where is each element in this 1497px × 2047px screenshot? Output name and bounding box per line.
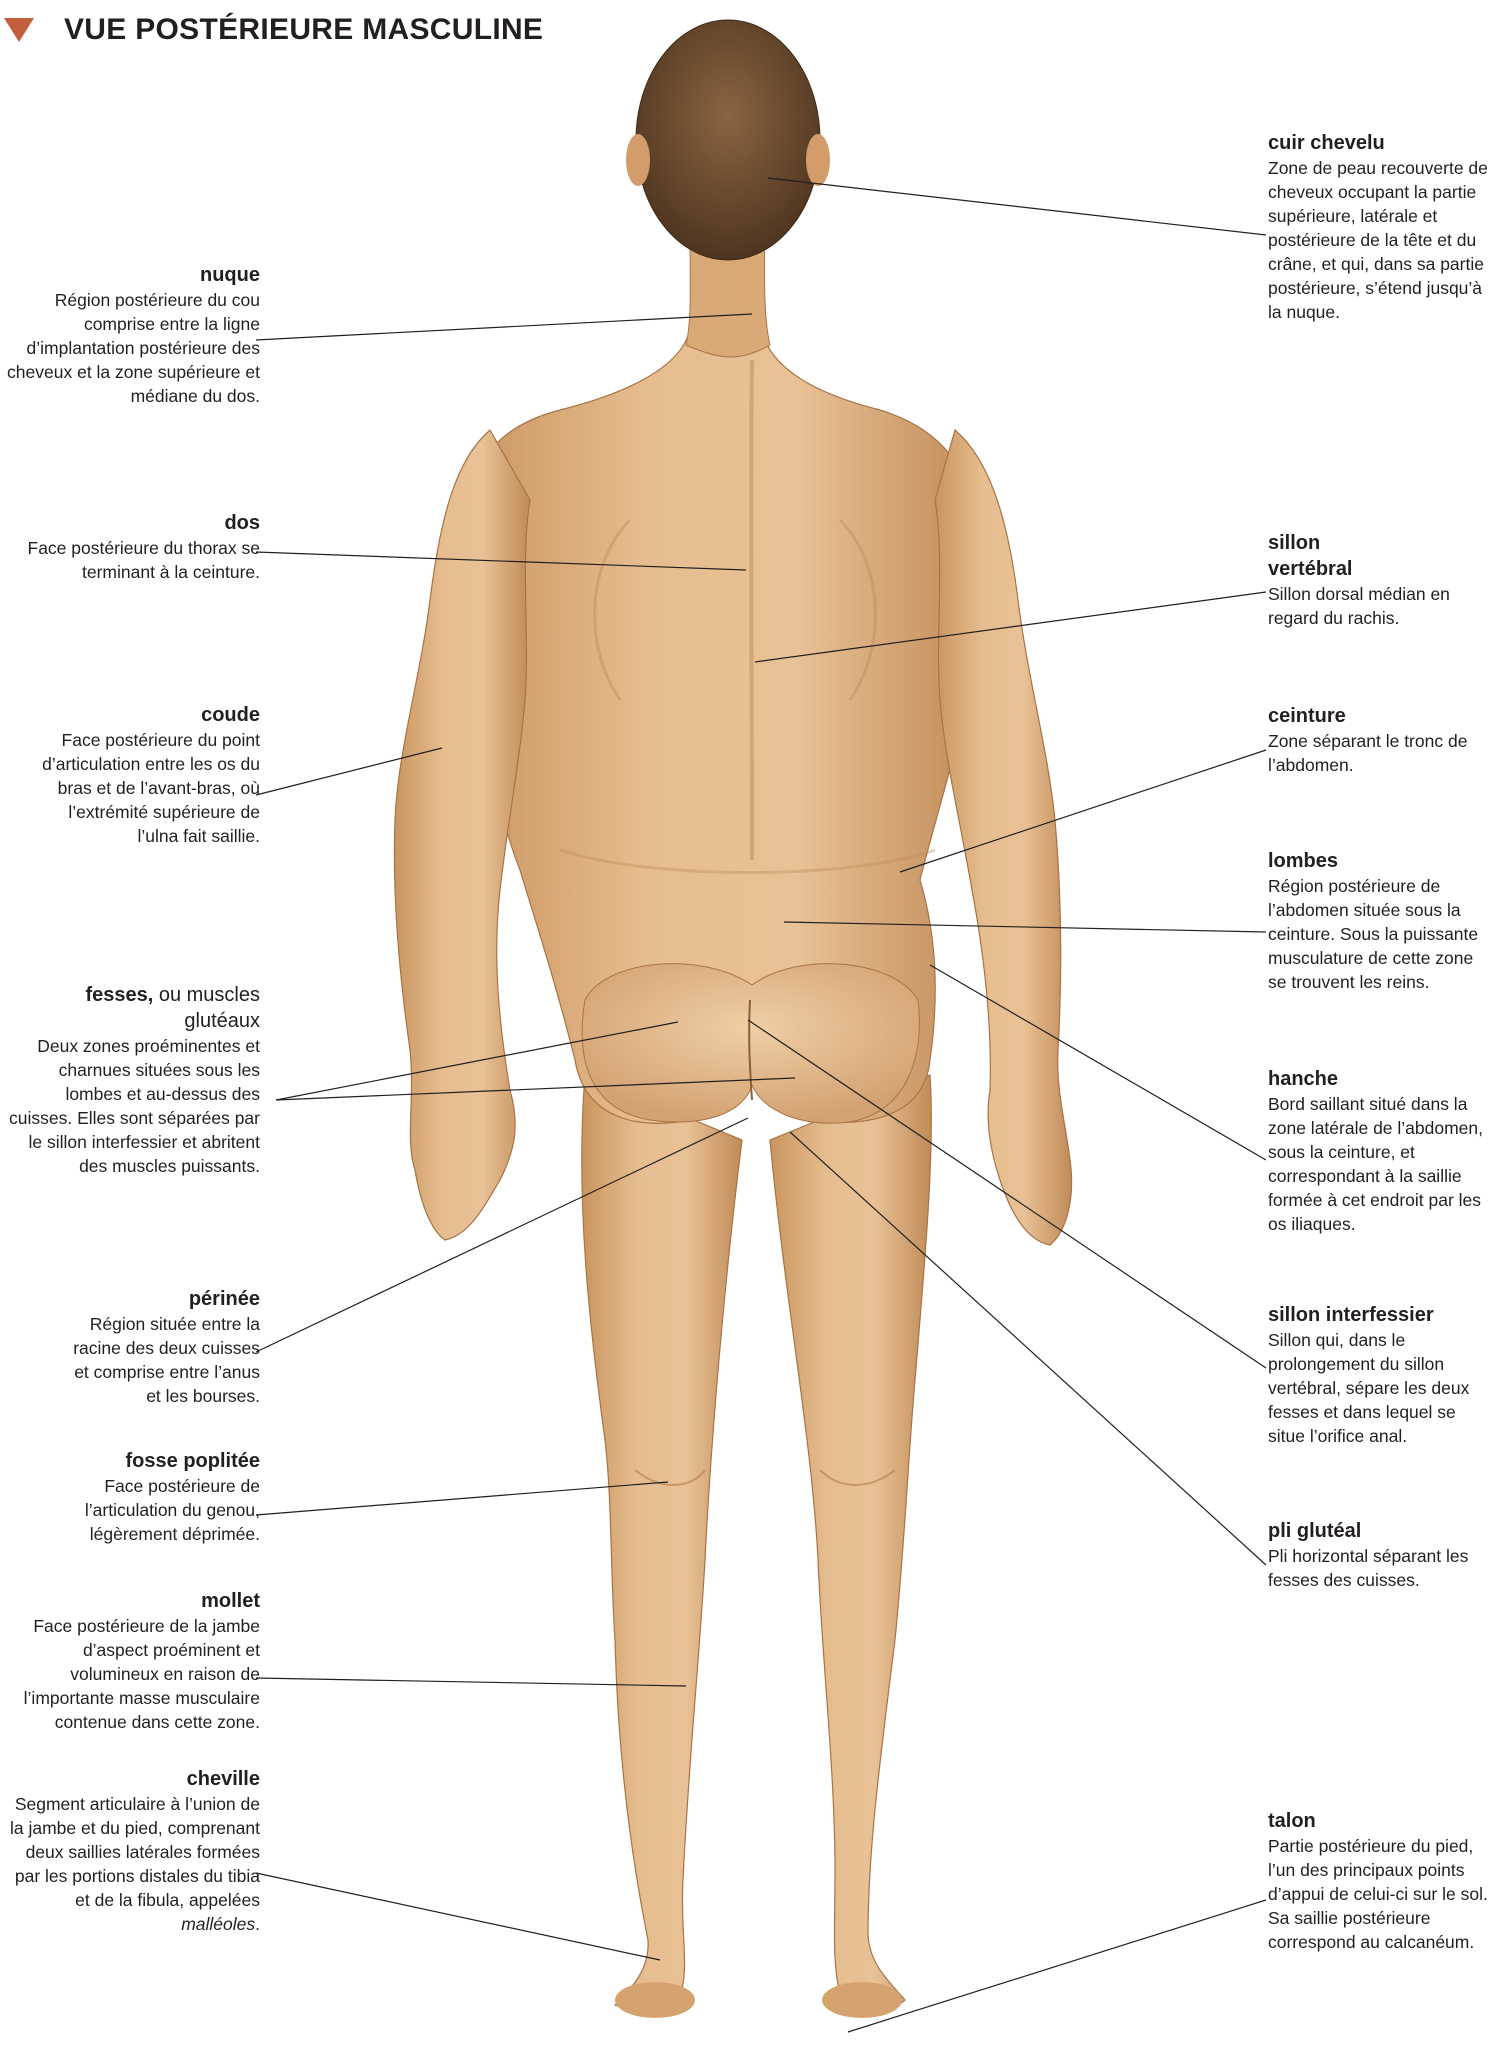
label-term-extra: ou muscles (153, 984, 260, 1006)
label-desc: Partie postérieure du pied, l’un des pri… (1268, 1834, 1493, 1954)
label-desc: Segment articulaire à l’union de la jamb… (10, 1794, 260, 1910)
left-foot (615, 1982, 695, 2018)
label-pli-gluteal: pli glutéal Pli horizontal séparant les … (1268, 1518, 1493, 1592)
label-nuque: nuque Région postérieure du cou comprise… (0, 262, 260, 408)
label-term: sillon interfessier (1268, 1302, 1493, 1328)
label-dos: dos Face postérieure du thorax se termin… (0, 510, 260, 584)
buttocks (582, 964, 919, 1124)
label-term: cuir chevelu (1268, 130, 1493, 156)
label-desc: Zone de peau recouverte de cheveux occup… (1268, 156, 1493, 324)
label-desc: Région située entre la racine des deux c… (60, 1312, 260, 1408)
label-desc: Bord saillant situé dans la zone latéral… (1268, 1092, 1493, 1236)
label-desc: Face postérieure de la jambe d’aspect pr… (0, 1614, 260, 1734)
label-fosse-poplitee: fosse poplitée Face postérieure de l’art… (0, 1448, 260, 1546)
label-lombes: lombes Région postérieure de l’abdomen s… (1268, 848, 1493, 994)
label-perinee: périnée Région située entre la racine de… (0, 1286, 260, 1408)
label-term: talon (1268, 1808, 1493, 1834)
label-desc-wrap: Segment articulaire à l’union de la jamb… (0, 1792, 260, 1936)
label-term-line: fesses, ou muscles (0, 982, 260, 1008)
label-desc: Face postérieure de l’articulation du ge… (50, 1474, 260, 1546)
label-term: ceinture (1268, 703, 1493, 729)
label-term: cheville (0, 1766, 260, 1792)
page-title: VUE POSTÉRIEURE MASCULINE (64, 13, 543, 47)
label-term: sillon (1268, 530, 1493, 556)
left-ear (626, 134, 650, 186)
head (636, 20, 820, 260)
label-term: fosse poplitée (50, 1448, 260, 1474)
right-foot (822, 1982, 902, 2018)
label-hanche: hanche Bord saillant situé dans la zone … (1268, 1066, 1493, 1236)
right-leg (770, 1075, 931, 2011)
leader-talon (848, 1900, 1266, 2032)
title-bar: VUE POSTÉRIEURE MASCULINE (4, 10, 543, 50)
leader-cheville (256, 1873, 660, 1960)
label-desc: Zone séparant le tronc de l’abdomen. (1268, 729, 1493, 777)
label-term: nuque (0, 262, 260, 288)
label-term: fesses, (85, 984, 153, 1006)
label-term: dos (0, 510, 260, 536)
label-term: hanche (1268, 1066, 1493, 1092)
right-ear (806, 134, 830, 186)
leader-fosse (256, 1482, 668, 1515)
label-sillon-vertebral: sillon vertébral Sillon dorsal médian en… (1268, 530, 1493, 630)
spine-groove (751, 360, 752, 860)
label-term: lombes (1268, 848, 1493, 874)
label-term: mollet (0, 1588, 260, 1614)
label-desc-italic: malléoles (181, 1914, 255, 1934)
label-talon: talon Partie postérieure du pied, l’un d… (1268, 1808, 1493, 1954)
label-desc: Pli horizontal séparant les fesses des c… (1268, 1544, 1493, 1592)
label-term: coude (30, 702, 260, 728)
label-coude: coude Face postérieure du point d’articu… (0, 702, 260, 848)
leader-hanche (930, 965, 1266, 1160)
label-desc: Région postérieure de l’abdomen située s… (1268, 874, 1493, 994)
leader-cuir (768, 178, 1266, 235)
label-desc: Deux zones proéminentes et charnues situ… (0, 1034, 260, 1178)
label-desc: Face postérieure du point d’articulation… (30, 728, 260, 848)
label-ceinture: ceinture Zone séparant le tronc de l’abd… (1268, 703, 1493, 777)
label-term: périnée (60, 1286, 260, 1312)
leader-nuque (256, 314, 752, 340)
label-sillon-interfessier: sillon interfessier Sillon qui, dans le … (1268, 1302, 1493, 1448)
body-silhouette (394, 20, 1071, 2018)
label-term-2: glutéaux (0, 1008, 260, 1034)
label-desc: Face postérieure du thorax se terminant … (0, 536, 260, 584)
label-desc: Sillon dorsal médian en regard du rachis… (1268, 582, 1493, 630)
label-desc-end: . (255, 1914, 260, 1934)
label-term: pli glutéal (1268, 1518, 1493, 1544)
left-leg (582, 1075, 742, 2011)
label-cheville: cheville Segment articulaire à l’union d… (0, 1766, 260, 1936)
title-triangle-icon (4, 18, 34, 42)
label-desc: Région postérieure du cou comprise entre… (0, 288, 260, 408)
label-desc: Sillon qui, dans le prolongement du sill… (1268, 1328, 1493, 1448)
label-cuir-chevelu: cuir chevelu Zone de peau recouverte de … (1268, 130, 1493, 324)
label-term-2: vertébral (1268, 556, 1493, 582)
label-fesses: fesses, ou muscles glutéaux Deux zones p… (0, 982, 260, 1178)
label-mollet: mollet Face postérieure de la jambe d’as… (0, 1588, 260, 1734)
